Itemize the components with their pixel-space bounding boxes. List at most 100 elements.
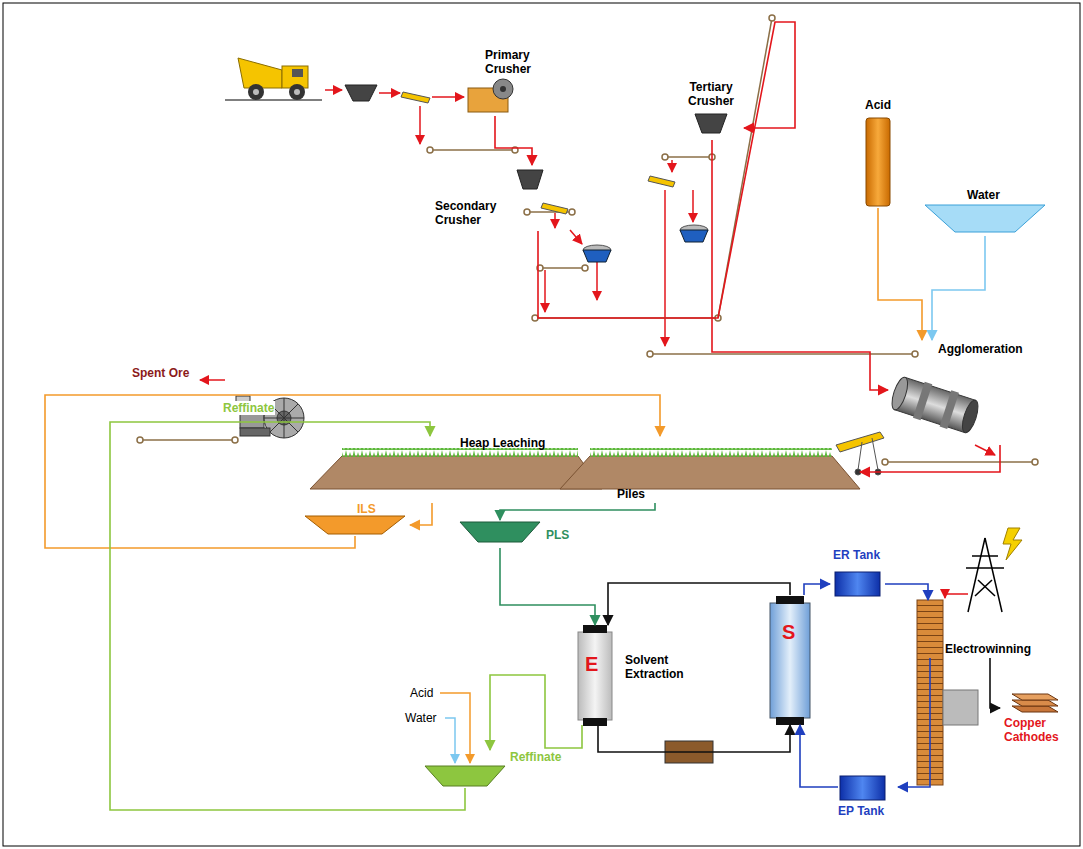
crusher-cones — [517, 170, 543, 189]
output-label: Spent Ore — [132, 366, 189, 380]
electrolyte-tank: ER Tank — [830, 548, 885, 598]
copper-cathode-stack — [1012, 694, 1058, 700]
solution-ponds — [305, 516, 405, 534]
haul-truck — [225, 58, 322, 100]
conveyors — [647, 351, 653, 357]
electrolyte-tanks — [835, 572, 880, 596]
node-label: Copper Cathodes — [1004, 716, 1078, 744]
agglomeration-drum — [959, 398, 981, 434]
flow-connector — [110, 422, 465, 810]
node-label: Primary Crusher — [485, 48, 547, 76]
node-label: Tertiary Crusher — [680, 80, 742, 108]
power-tower — [972, 555, 998, 557]
node-sublabel: Piles — [617, 487, 645, 501]
flow-connector — [712, 140, 888, 390]
agglomeration-drum — [913, 382, 932, 421]
agglomeration-drum — [888, 374, 982, 437]
conveyors — [524, 209, 530, 215]
screens — [541, 203, 568, 214]
agglomeration-drum — [940, 390, 959, 429]
agglomeration-drum: Agglomeration — [888, 340, 1028, 445]
flow-connector — [804, 584, 830, 595]
node-label: EP Tank — [838, 804, 884, 818]
electrolyte-tanks — [835, 572, 885, 800]
agglomeration-drum — [889, 376, 911, 412]
flow-connector — [490, 675, 582, 750]
flow-arrows — [596, 262, 598, 300]
solution-ponds — [305, 516, 540, 786]
edge-label: Reffinate — [222, 401, 275, 415]
frame — [3, 3, 1080, 846]
solution-ponds — [460, 522, 540, 542]
primary-crusher-icon — [468, 79, 513, 112]
power-tower — [1003, 528, 1022, 560]
conveyors — [650, 353, 915, 355]
conveyors — [427, 147, 433, 153]
conveyors — [582, 265, 588, 271]
flow-connector — [598, 725, 790, 752]
flow-connector — [538, 22, 795, 318]
node-label: Electrowinning — [945, 642, 1031, 656]
stripping-column: S — [768, 595, 812, 725]
stripping-column — [770, 596, 810, 725]
flow-arrows — [544, 270, 546, 312]
conveyors — [540, 267, 585, 269]
power-tower — [978, 580, 995, 596]
stripping-column — [776, 596, 804, 604]
heap-piles — [560, 456, 860, 489]
flow-arrows — [671, 160, 673, 172]
conveyors — [140, 439, 235, 441]
conveyors — [532, 315, 538, 321]
crusher-unit: Tertiary Crusher — [680, 80, 744, 140]
solution-ponds — [425, 766, 505, 786]
reagent-label: Acid — [410, 686, 433, 700]
flow-connector — [898, 658, 930, 787]
node-label: S — [782, 621, 795, 643]
flow-connector — [608, 583, 790, 625]
flow-connector — [990, 658, 1000, 708]
acid-tank: Acid — [858, 96, 898, 208]
heap-piles — [310, 448, 860, 489]
power-line — [945, 594, 968, 598]
haul-truck — [289, 84, 305, 100]
conveyors — [137, 15, 1038, 465]
extraction-column — [583, 625, 607, 633]
flow-connector — [860, 445, 1000, 472]
flow-connector — [410, 503, 432, 525]
acid-tank — [866, 118, 890, 206]
electrolyte-tanks — [840, 776, 885, 800]
conveyors — [882, 459, 888, 465]
cathode-product: Copper Cathodes — [1000, 690, 1080, 756]
conveyors — [665, 156, 712, 158]
flow-connector — [932, 236, 985, 340]
flow-arrows — [664, 190, 666, 346]
copper-cathode-stack — [1012, 700, 1058, 706]
power-tower — [966, 528, 1022, 612]
feed-hopper — [345, 85, 377, 101]
conveyors — [662, 154, 668, 160]
node-label: ILS — [357, 502, 376, 516]
power-line — [945, 594, 968, 598]
conveyors — [232, 437, 238, 443]
screens — [648, 176, 675, 187]
flow-arrows — [419, 106, 421, 144]
haul-truck — [253, 89, 259, 95]
node-label: Acid — [865, 98, 891, 112]
power-tower — [966, 567, 1004, 569]
crusher-unit: Primary Crusher — [455, 48, 550, 116]
node-label: Secondary Crusher — [435, 199, 511, 227]
screens — [401, 92, 430, 103]
extraction-column — [578, 625, 612, 726]
flow-arrows — [200, 90, 995, 455]
conveyors — [430, 149, 515, 151]
extraction-column: ESolvent Extraction — [575, 625, 693, 725]
crusher-unit: Secondary Crusher — [430, 165, 545, 231]
flow-arrows — [379, 92, 400, 94]
power-tower — [968, 538, 985, 612]
electrowinning-cell — [943, 690, 978, 725]
extraction-column — [583, 718, 607, 726]
haul-truck — [238, 58, 282, 88]
flow-arrows — [432, 96, 464, 98]
electrolyte-tank: EP Tank — [838, 773, 898, 820]
haul-truck — [294, 89, 300, 95]
